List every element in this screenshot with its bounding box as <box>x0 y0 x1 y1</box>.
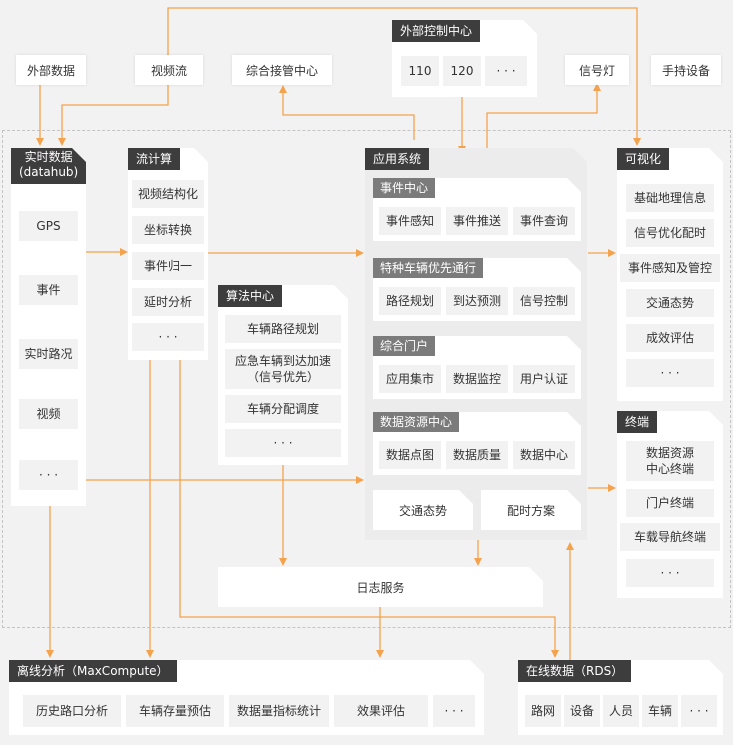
stream-compute-title: 流计算 <box>128 148 180 170</box>
algo-item-more: · · · <box>225 429 341 457</box>
event-center-group: 事件中心 事件感知 事件推送 事件查询 <box>373 178 581 241</box>
event-center-title: 事件中心 <box>373 178 435 198</box>
visual-item: 成效评估 <box>626 324 714 352</box>
visual-item-more: · · · <box>626 359 714 387</box>
realtime-item-more: · · · <box>19 460 78 490</box>
signal-light-box: 信号灯 <box>565 55 629 85</box>
stream-item: 事件归一 <box>132 252 204 280</box>
app-item: 路径规划 <box>379 287 441 315</box>
control-item: 120 <box>443 56 481 86</box>
stream-item: 坐标转换 <box>132 216 204 244</box>
terminal-item: 车载导航终端 <box>620 523 720 551</box>
application-system-title: 应用系统 <box>365 148 429 170</box>
visual-item: 信号优化配时 <box>626 219 714 247</box>
external-control-panel: 外部控制中心 110 120 · · · <box>392 20 537 97</box>
system-boundary <box>2 130 731 628</box>
arrow-app-to-signal <box>486 83 601 160</box>
algorithm-center-title: 算法中心 <box>218 285 282 307</box>
arrow-stream-to-online <box>179 360 559 658</box>
realtime-item: 视频 <box>19 399 78 429</box>
offline-analysis-panel: 离线分析（MaxCompute） 历史路口分析 车辆存量预估 数据量指标统计 效… <box>9 660 484 735</box>
offline-item: 历史路口分析 <box>23 695 121 727</box>
app-item: 数据点图 <box>379 441 441 469</box>
data-resource-group: 数据资源中心 数据点图 数据质量 数据中心 <box>373 412 581 475</box>
online-data-title: 在线数据（RDS） <box>518 660 631 682</box>
visual-item: 事件感知及管控 <box>620 254 720 282</box>
online-item: 设备 <box>564 695 600 727</box>
traffic-situation-box: 交通态势 <box>373 490 473 530</box>
special-vehicle-group: 特种车辆优先通行 路径规划 到达预测 信号控制 <box>373 258 581 321</box>
app-item: 数据质量 <box>446 441 508 469</box>
app-item: 应用集市 <box>379 365 441 393</box>
offline-item-more: · · · <box>433 695 475 727</box>
stream-item: 延时分析 <box>132 288 204 316</box>
visualization-panel: 可视化 基础地理信息 信号优化配时 事件感知及管控 交通态势 成效评估 · · … <box>617 148 723 401</box>
online-item: 人员 <box>603 695 639 727</box>
algo-item: 车辆路径规划 <box>225 315 341 343</box>
external-control-title: 外部控制中心 <box>392 20 480 42</box>
takeover-center-box: 综合接管中心 <box>232 55 332 85</box>
app-item: 事件感知 <box>379 207 441 235</box>
app-item: 信号控制 <box>513 287 575 315</box>
stream-item: 视频结构化 <box>132 180 204 208</box>
arrow-app-to-takeover <box>279 85 415 140</box>
portal-title: 综合门户 <box>373 336 435 356</box>
timing-plan-box: 配时方案 <box>481 490 581 530</box>
online-item-more: · · · <box>681 695 717 727</box>
timing-plan-label: 配时方案 <box>506 503 555 518</box>
stream-item-more: · · · <box>132 323 204 351</box>
special-vehicle-title: 特种车辆优先通行 <box>373 258 483 278</box>
terminal-panel: 终端 数据资源 中心终端 门户终端 车载导航终端 · · · <box>617 411 723 598</box>
app-item: 数据中心 <box>513 441 575 469</box>
control-item-more: · · · <box>485 56 527 86</box>
data-resource-title: 数据资源中心 <box>373 412 459 432</box>
terminal-item-more: · · · <box>626 559 714 587</box>
stream-compute-panel: 流计算 视频结构化 坐标转换 事件归一 延时分析 · · · <box>128 148 208 360</box>
app-item: 用户认证 <box>513 365 575 393</box>
visual-item: 交通态势 <box>626 289 714 317</box>
app-item: 事件查询 <box>513 207 575 235</box>
offline-item: 效果评估 <box>334 695 428 727</box>
offline-analysis-title: 离线分析（MaxCompute） <box>9 660 177 682</box>
terminal-item: 门户终端 <box>626 489 714 517</box>
online-data-panel: 在线数据（RDS） 路网 设备 人员 车辆 · · · <box>518 660 723 735</box>
realtime-data-panel: 实时数据 (datahub) GPS 事件 实时路况 视频 · · · <box>11 148 86 506</box>
realtime-item: GPS <box>19 211 78 241</box>
log-service-box: 日志服务 <box>218 567 543 607</box>
algorithm-center-panel: 算法中心 车辆路径规划 应急车辆到达加速 （信号优先） 车辆分配调度 · · · <box>218 285 348 465</box>
app-item: 事件推送 <box>446 207 508 235</box>
video-stream-box: 视频流 <box>135 55 203 85</box>
handheld-device-box: 手持设备 <box>651 55 721 85</box>
realtime-data-title: 实时数据 (datahub) <box>11 148 86 184</box>
control-item: 110 <box>401 56 439 86</box>
portal-group: 综合门户 应用集市 数据监控 用户认证 <box>373 336 581 399</box>
arrow-top-to-visual <box>167 7 641 146</box>
app-item: 到达预测 <box>446 287 508 315</box>
realtime-item: 实时路况 <box>19 339 78 369</box>
app-item: 数据监控 <box>446 365 508 393</box>
realtime-item: 事件 <box>19 275 78 305</box>
online-item: 车辆 <box>642 695 678 727</box>
terminal-title: 终端 <box>617 411 657 433</box>
external-data-box: 外部数据 <box>16 55 86 85</box>
offline-item: 车辆存量预估 <box>126 695 224 727</box>
offline-item: 数据量指标统计 <box>229 695 329 727</box>
application-system-panel: 应用系统 事件中心 事件感知 事件推送 事件查询 特种车辆优先通行 路径规划 到… <box>365 148 587 540</box>
traffic-situation-label: 交通态势 <box>398 503 447 518</box>
arrow-video-to-realtime <box>58 85 169 146</box>
terminal-item: 数据资源 中心终端 <box>626 441 714 481</box>
visual-item: 基础地理信息 <box>626 184 714 212</box>
online-item: 路网 <box>525 695 561 727</box>
algo-item: 车辆分配调度 <box>225 395 341 423</box>
visualization-title: 可视化 <box>617 148 669 170</box>
algo-item: 应急车辆到达加速 （信号优先） <box>225 349 341 389</box>
